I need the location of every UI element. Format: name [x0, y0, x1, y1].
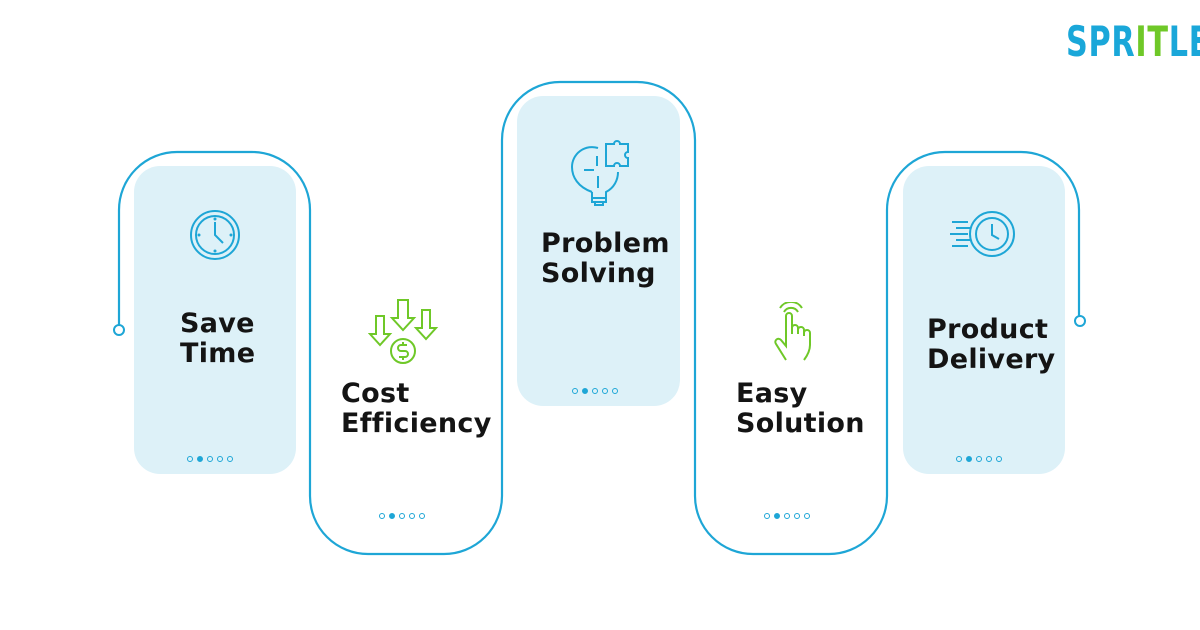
start-node — [113, 324, 125, 336]
touch-hand-icon — [774, 302, 811, 361]
cost-down-icon — [368, 299, 439, 364]
pagination-dots — [379, 513, 425, 519]
clock-icon — [190, 210, 240, 260]
spritle-logo: SPRITLE — [1066, 17, 1200, 66]
step-card-problem-solving — [517, 96, 680, 406]
step-label-save-time: Save Time — [180, 308, 256, 369]
puzzle-bulb-icon — [570, 140, 629, 206]
step-label-problem-solving: Problem Solving — [541, 228, 670, 289]
end-node — [1074, 315, 1086, 327]
pagination-dots — [956, 456, 1002, 462]
fast-delivery-clock-icon — [950, 211, 1015, 257]
step-label-cost-efficiency: Cost Efficiency — [341, 378, 492, 439]
pagination-dots — [187, 456, 233, 462]
step-card-product-delivery — [903, 166, 1065, 474]
step-label-product-delivery: Product Delivery — [927, 314, 1056, 375]
step-label-easy-solution: Easy Solution — [736, 378, 865, 439]
step-card-save-time — [134, 166, 296, 474]
pagination-dots — [764, 513, 810, 519]
pagination-dots — [572, 388, 618, 394]
